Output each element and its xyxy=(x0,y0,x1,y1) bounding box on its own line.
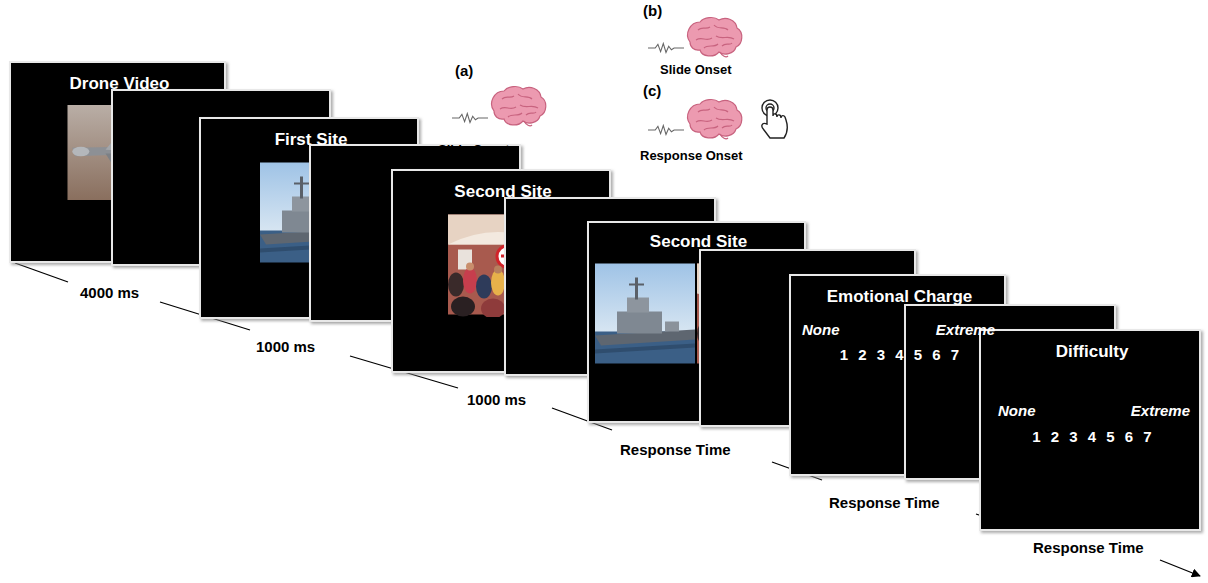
slide-screen: Emotional ChargeNone Extreme 1 2 3 4 5 6 7 xyxy=(790,275,1005,475)
slide-stack xyxy=(10,62,1200,530)
illustration-part xyxy=(688,100,742,139)
scale-anchor: Extreme xyxy=(936,321,995,338)
duration-label: Response Time xyxy=(829,494,940,511)
slide-title: Difficulty xyxy=(982,342,1202,362)
rating-scale: 1 2 3 4 5 6 7 xyxy=(982,428,1202,445)
brain-icons xyxy=(452,18,787,139)
eeg-marker-label: Slide Onset xyxy=(660,62,732,77)
slide-screen: DifficultyNone Extreme 1 2 3 4 5 6 7 xyxy=(980,330,1200,530)
scale-anchor: Extreme xyxy=(1131,402,1190,419)
illustration-part xyxy=(492,87,546,126)
slide-screen: Second Site xyxy=(588,222,805,422)
duration-label: Response Time xyxy=(1033,539,1144,556)
eeg-marker-label: (c) xyxy=(643,82,661,99)
hand-icon xyxy=(762,100,787,138)
slide-screen: First Site xyxy=(200,118,418,318)
slide-screen: Drone Video xyxy=(10,62,225,262)
duration-label: Response Time xyxy=(620,441,731,458)
duration-label: 1000 ms xyxy=(256,338,315,355)
duration-label: 4000 ms xyxy=(80,284,139,301)
eeg-marker-label: (a) xyxy=(455,62,473,79)
slide-title: First Site xyxy=(202,130,420,150)
slide-screen: Second Site xyxy=(392,170,610,372)
slide-title: Drone Video xyxy=(12,74,227,94)
eeg-marker-label: Slide Onset xyxy=(438,142,510,157)
slide-title: Second Site xyxy=(394,182,612,202)
eeg-marker-label: (b) xyxy=(643,2,662,19)
illustration-part xyxy=(648,126,684,135)
illustration-part xyxy=(648,44,684,53)
duration-label: 1000 ms xyxy=(467,391,526,408)
eeg-marker-label: Response Onset xyxy=(640,148,743,163)
scale-anchor: None xyxy=(802,321,840,338)
illustration-part xyxy=(452,114,488,123)
rating-scale: 1 2 3 4 5 6 7 xyxy=(792,346,1007,363)
illustration-part xyxy=(595,264,695,364)
slide-title: Second Site xyxy=(590,232,807,252)
illustration-part xyxy=(688,18,742,57)
slide-title: Emotional Charge xyxy=(792,287,1007,307)
illustration-part xyxy=(1160,560,1200,576)
illustration-part xyxy=(15,263,68,282)
scale-anchor: None xyxy=(998,402,1036,419)
illustration-part xyxy=(762,107,787,138)
